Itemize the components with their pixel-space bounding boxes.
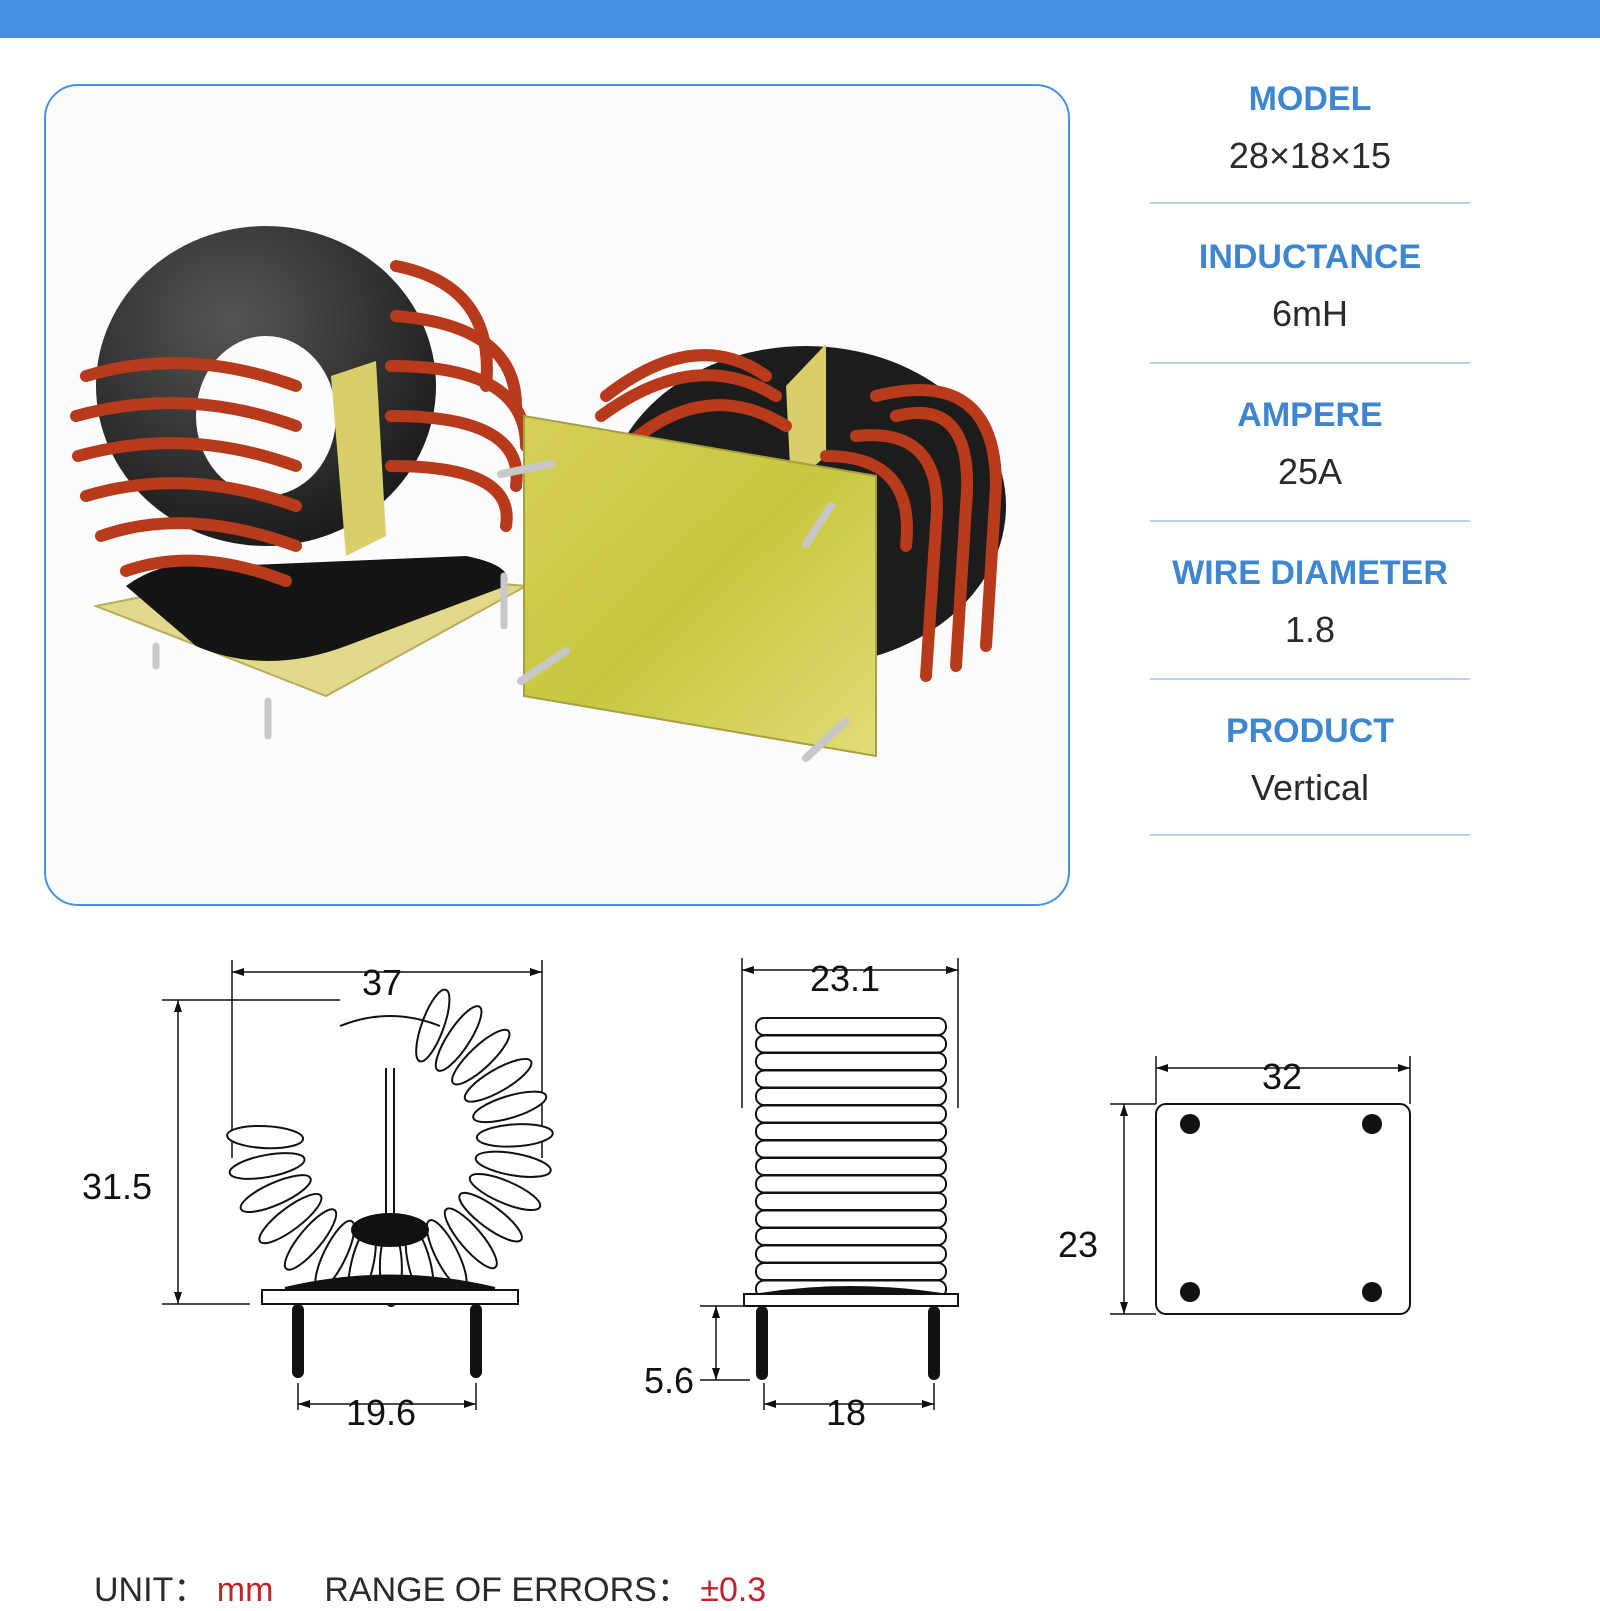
side-winding-turn [755, 1087, 947, 1106]
side-winding-turn [755, 1122, 947, 1141]
product-sheet: MODEL 28×18×15 INDUCTANCE 6mH AMPERE 25A… [0, 38, 1600, 1609]
winding-turn [415, 988, 451, 1063]
winding-turn [458, 1191, 523, 1243]
product-photo [44, 84, 1070, 906]
side-winding-turn [755, 1034, 947, 1054]
dim-front-pin-spacing: 19.6 [346, 1392, 417, 1433]
spec-label: INDUCTANCE [1198, 238, 1422, 276]
winding-turn [474, 1150, 552, 1178]
side-winding-turn [755, 1104, 947, 1124]
spec-divider [1150, 202, 1470, 204]
winding-turn [443, 1207, 498, 1270]
spec-label: WIRE DIAMETER [1172, 554, 1448, 592]
winding-turn [463, 1057, 533, 1103]
spec-product: PRODUCT Vertical [1150, 712, 1470, 809]
winding-turn [475, 1123, 554, 1148]
dim-front-height: 31.5 [82, 1166, 153, 1207]
unit-label: UNIT： [94, 1571, 208, 1609]
dimension-drawings: 37 31.5 19.6 23.1 5.6 18 32 23 [0, 918, 1600, 1558]
errors-label: RANGE OF ERRORS： [324, 1571, 691, 1609]
side-view-drawing [700, 958, 959, 1410]
spec-ampere: AMPERE 25A [1150, 396, 1470, 493]
side-winding-turn [755, 1139, 947, 1159]
dim-base-width: 32 [1262, 1056, 1303, 1097]
spec-divider [1150, 834, 1470, 836]
left-inductor [70, 226, 532, 740]
spec-value: 1.8 [1284, 609, 1336, 650]
spec-label: AMPERE [1237, 396, 1383, 434]
errors-value: ±0.3 [700, 1571, 767, 1609]
spec-value: Vertical [1250, 767, 1370, 808]
dim-side-pin-spacing: 18 [826, 1392, 867, 1433]
side-winding-turn [755, 1209, 947, 1229]
winding-turn [472, 1090, 548, 1124]
side-winding-turn [755, 1262, 947, 1281]
spec-value: 28×18×15 [1228, 135, 1392, 176]
winding-turn [239, 1174, 312, 1213]
winding-turn [228, 1152, 306, 1180]
dim-front-width: 37 [362, 962, 403, 1003]
side-winding-turn [755, 1174, 947, 1194]
dim-side-width: 23.1 [810, 958, 881, 999]
spec-divider [1150, 362, 1470, 364]
footer-note: UNIT： mm RANGE OF ERRORS： ±0.3 [94, 1562, 766, 1611]
dim-side-pin-length: 5.6 [644, 1360, 695, 1401]
winding-turn [226, 1124, 305, 1150]
spec-wire-diameter: WIRE DIAMETER 1.8 [1150, 554, 1470, 651]
technical-drawing [162, 958, 1411, 1410]
side-winding-turn [755, 1192, 947, 1211]
base-view-drawing [1110, 1056, 1411, 1315]
winding-turn [434, 1005, 483, 1072]
side-winding-turn [755, 1069, 947, 1089]
spec-inductance: INDUCTANCE 6mH [1150, 238, 1470, 335]
right-inductor [497, 344, 1006, 762]
spec-label: MODEL [1248, 80, 1372, 118]
winding-turn [451, 1028, 511, 1086]
spec-value: 25A [1277, 451, 1343, 492]
spec-model: MODEL 28×18×15 [1150, 80, 1470, 177]
front-view-drawing [162, 960, 554, 1410]
side-winding-turn [755, 1052, 947, 1071]
winding-turn [258, 1193, 323, 1245]
spec-value: 6mH [1271, 293, 1348, 334]
side-winding-turn [755, 1157, 947, 1176]
spec-divider [1150, 678, 1470, 680]
side-winding-turn [755, 1227, 947, 1246]
unit-value: mm [216, 1571, 274, 1609]
side-winding-turn [755, 1017, 947, 1036]
core-top-arc [339, 1015, 441, 1027]
spec-divider [1150, 520, 1470, 522]
winding-turn [283, 1208, 338, 1271]
inductor-photo-illustration [70, 226, 1006, 762]
spec-label: PRODUCT [1225, 712, 1395, 750]
winding-turn [468, 1172, 542, 1212]
dim-base-height: 23 [1058, 1224, 1099, 1265]
side-winding-turn [755, 1244, 947, 1264]
